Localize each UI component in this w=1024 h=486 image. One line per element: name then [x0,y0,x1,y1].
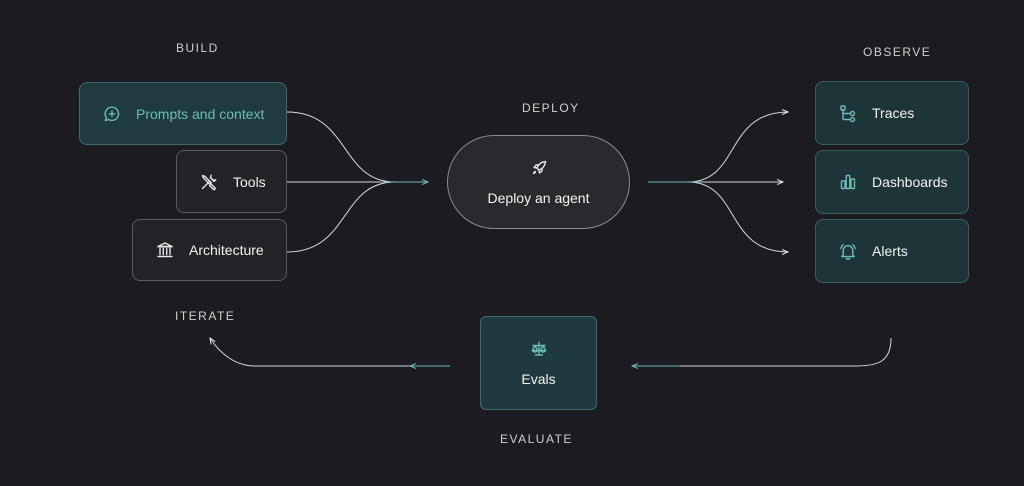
section-label-iterate: ITERATE [175,309,236,323]
observe-item-alerts[interactable]: Alerts [815,219,969,283]
build-item-prompts-and-context[interactable]: Prompts and context [79,82,287,145]
observe-item-label: Traces [872,105,915,121]
evals-node[interactable]: Evals [480,316,597,410]
connector-deploy-to-alerts [687,181,788,252]
section-label-deploy: DEPLOY [522,101,580,115]
connector-observe-to-evals [632,337,892,367]
observe-item-dashboards[interactable]: Dashboards [815,150,969,214]
build-item-tools[interactable]: Tools [176,150,287,213]
tools-icon [199,172,219,192]
bell-icon [838,241,858,261]
connector-deploy-to-traces [687,112,788,183]
trace-tree-icon [838,103,858,123]
observe-item-label: Dashboards [872,174,948,190]
observe-item-traces[interactable]: Traces [815,81,969,145]
observe-item-label: Alerts [872,243,908,259]
build-item-label: Architecture [189,242,264,258]
connector-architecture-to-deploy [286,181,396,253]
deploy-node[interactable]: Deploy an agent [447,135,630,229]
scales-icon [529,339,549,359]
deploy-label: Deploy an agent [487,190,590,206]
section-label-evaluate: EVALUATE [500,432,573,446]
chat-plus-icon [102,104,122,124]
section-label-build: BUILD [176,41,219,55]
building-columns-icon [155,240,175,260]
build-item-label: Prompts and context [136,105,265,122]
section-label-observe: OBSERVE [863,45,932,59]
build-item-label: Tools [233,173,266,190]
evals-label: Evals [521,371,556,387]
rocket-icon [529,158,549,178]
connector-prompts-to-deploy [286,111,396,183]
connector-evals-to-iterate [210,338,450,367]
bar-chart-icon [838,172,858,192]
build-item-architecture[interactable]: Architecture [132,219,287,281]
